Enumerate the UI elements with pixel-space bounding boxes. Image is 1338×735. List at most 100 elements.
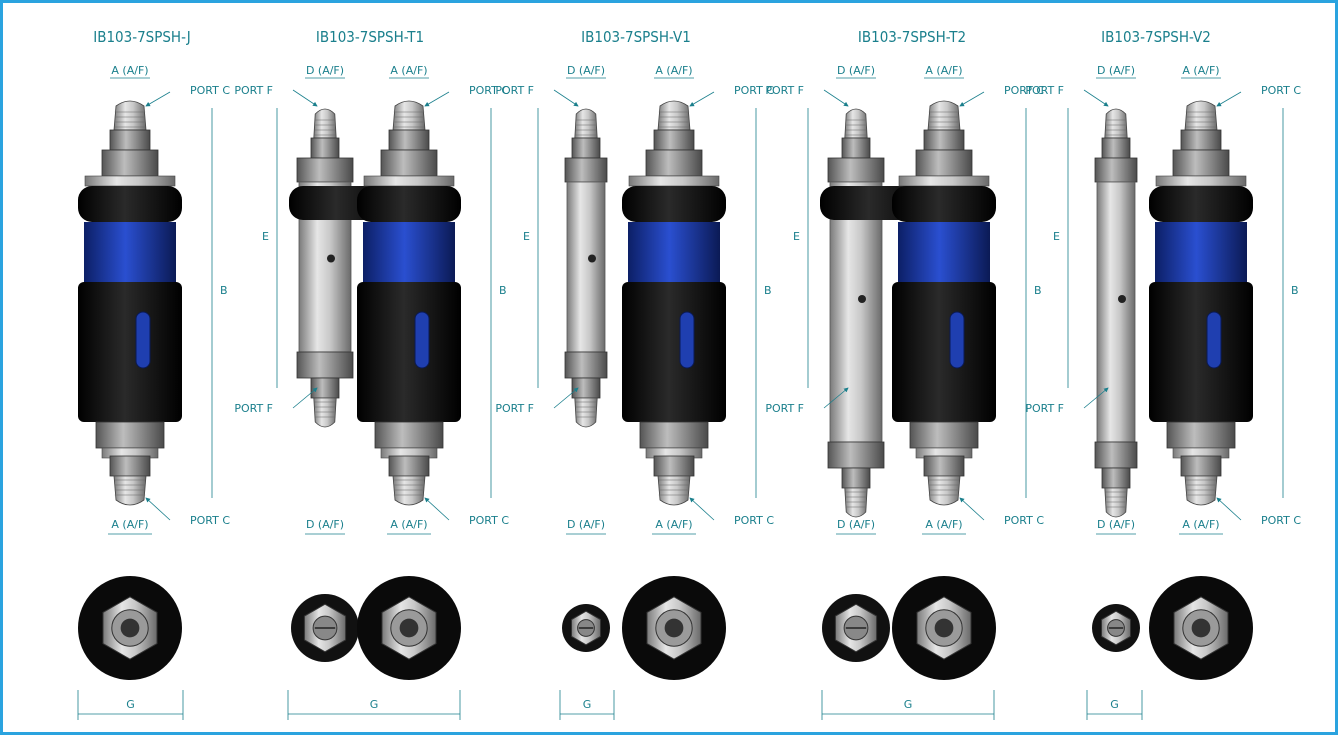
collar: [898, 175, 990, 187]
port-hole: [1118, 295, 1126, 303]
hex-body: [380, 149, 438, 177]
fitting-nose: [574, 397, 598, 428]
port-hole: [327, 254, 335, 263]
sight-window: [414, 311, 430, 369]
leader-port-f-top: [823, 89, 849, 107]
sight-window: [1206, 311, 1222, 369]
black-housing: [357, 282, 461, 422]
label-d-af-bottom: D (A/F): [567, 518, 605, 531]
label-g: G: [1110, 698, 1119, 711]
label-port-f-bottom: PORT F: [495, 402, 534, 415]
label-g: G: [904, 698, 913, 711]
fitting-nose: [927, 475, 961, 506]
leader-port-f-top: [553, 89, 579, 107]
side-hex: [827, 157, 885, 183]
side-bottom-hex: [827, 441, 885, 469]
leader-port-f-bottom: [292, 387, 318, 409]
leader-port-c-bottom: [689, 497, 715, 521]
label-b: B: [1034, 284, 1042, 297]
hex-body: [101, 149, 159, 177]
blue-cylinder: [363, 222, 455, 282]
hex-nut: [571, 137, 601, 159]
black-cap: [357, 186, 461, 222]
hex-nut: [109, 129, 151, 151]
label-port-c-bottom: PORT C: [1261, 514, 1301, 527]
collar: [1155, 175, 1247, 187]
bottom-hex: [374, 421, 444, 449]
side-hex: [296, 157, 354, 183]
label-d-af-bottom: D (A/F): [837, 518, 875, 531]
fitting-nose: [113, 100, 147, 131]
label-b: B: [1291, 284, 1299, 297]
label-a-af-top: A (A/F): [390, 64, 427, 77]
sight-window: [949, 311, 965, 369]
leader-port-f-bottom: [823, 387, 849, 409]
side-bottom-hex: [564, 351, 608, 379]
fitting-nose: [1104, 108, 1128, 139]
view-v1: A (A/F)PORT CA (A/F)PORT CBD (A/F)PORT F…: [495, 64, 774, 720]
label-port-f-bottom: PORT F: [234, 402, 273, 415]
label-a-af-top: A (A/F): [111, 64, 148, 77]
label-b: B: [499, 284, 507, 297]
blue-cylinder: [1155, 222, 1247, 282]
label-e: E: [793, 230, 800, 243]
fitting-nose: [313, 108, 337, 139]
leader-port-c-top: [424, 91, 450, 107]
sight-window: [135, 311, 151, 369]
hex-body: [645, 149, 703, 177]
hex-nut: [310, 137, 340, 159]
view-j: A (A/F)PORT CA (A/F)PORT CBG: [77, 64, 230, 720]
label-d-af-top: D (A/F): [837, 64, 875, 77]
label-a-af-bottom: A (A/F): [655, 518, 692, 531]
hex-nut: [1180, 129, 1222, 151]
bottom-hex: [95, 421, 165, 449]
leader-port-c-bottom: [424, 497, 450, 521]
fitting-nose: [392, 475, 426, 506]
hex-body: [1172, 149, 1230, 177]
leader-port-c-top: [145, 91, 171, 107]
fitting-nose: [844, 108, 868, 139]
fitting-nose: [927, 100, 961, 131]
hex-body: [915, 149, 973, 177]
hex-nut: [310, 377, 340, 399]
leader-port-c-top: [689, 91, 715, 107]
blue-cylinder: [628, 222, 720, 282]
label-port-c-bottom: PORT C: [469, 514, 509, 527]
hex-nut: [653, 129, 695, 151]
label-d-af-bottom: D (A/F): [306, 518, 344, 531]
fitting-nose: [392, 100, 426, 131]
label-port-f-top: PORT F: [765, 84, 804, 97]
view-title-j: IB103-7SPSH-J: [93, 28, 191, 46]
label-port-c-top: PORT C: [469, 84, 509, 97]
leader-port-f-bottom: [553, 387, 579, 409]
label-port-f-top: PORT F: [495, 84, 534, 97]
label-d-af-top: D (A/F): [306, 64, 344, 77]
blue-cylinder: [898, 222, 990, 282]
hex-nut: [653, 455, 695, 477]
label-a-af-top: A (A/F): [925, 64, 962, 77]
label-b: B: [220, 284, 228, 297]
hex-nut: [923, 129, 965, 151]
hex-nut: [109, 455, 151, 477]
view-title-v2: IB103-7SPSH-V2: [1101, 28, 1211, 46]
hex-nut: [571, 377, 601, 399]
hex-nut: [841, 137, 871, 159]
hex-nut: [841, 467, 871, 489]
collar: [363, 175, 455, 187]
leader-port-c-top: [959, 91, 985, 107]
hex-nut: [388, 129, 430, 151]
label-g: G: [583, 698, 592, 711]
hex-nut: [923, 455, 965, 477]
port-hole: [588, 254, 596, 263]
side-hex: [564, 157, 608, 183]
label-port-f-bottom: PORT F: [765, 402, 804, 415]
bottom-hex: [639, 421, 709, 449]
black-cap: [78, 186, 182, 222]
label-d-af-bottom: D (A/F): [1097, 518, 1135, 531]
label-port-f-top: PORT F: [234, 84, 273, 97]
black-housing: [1149, 282, 1253, 422]
view-title-t1: IB103-7SPSH-T1: [316, 28, 424, 46]
bottom-hex: [1166, 421, 1236, 449]
label-a-af-bottom: A (A/F): [925, 518, 962, 531]
black-housing: [892, 282, 996, 422]
